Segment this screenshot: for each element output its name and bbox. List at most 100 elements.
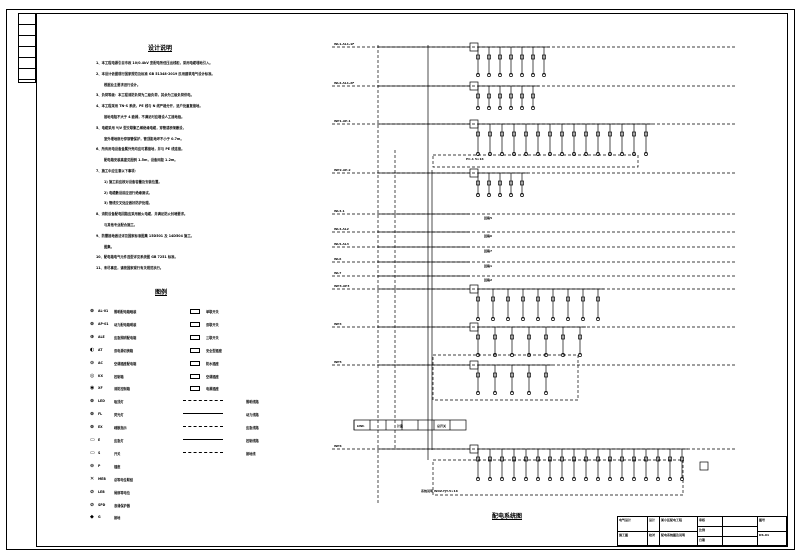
breaker-icon [500, 131, 504, 137]
note-line: 2) 电缆敷设前应进行绝缘测试。 [104, 190, 152, 195]
breaker-icon [596, 131, 600, 137]
load-icon [680, 477, 684, 481]
legend-text: 应急照明配电箱 [114, 335, 137, 340]
breaker-icon [476, 372, 480, 378]
breaker-icon [487, 54, 491, 60]
load-icon [510, 391, 514, 395]
tb-drawing: 配电系统图及说明 [660, 532, 698, 547]
load-icon [476, 193, 480, 197]
legend-code: AL-01 [98, 309, 109, 313]
end-box [699, 461, 709, 471]
breaker-icon [510, 334, 514, 340]
breaker-icon [536, 131, 540, 137]
load-icon [560, 152, 564, 156]
load-icon [596, 477, 600, 481]
note-line: 1) 施工前应核对设备容量及安装位置。 [104, 179, 162, 184]
meter-panel [353, 419, 467, 431]
breaker-icon [551, 296, 555, 302]
breaker-icon [498, 93, 502, 99]
legend-text: 吸顶灯 [114, 400, 124, 405]
legend-symbol-icon: ◎ [90, 372, 95, 379]
load-icon [512, 477, 516, 481]
breaker-icon [476, 131, 480, 137]
breaker-icon [566, 296, 570, 302]
breaker-icon [488, 131, 492, 137]
legend-symbol-icon: ◐ [90, 346, 95, 353]
legend-line-icon [183, 426, 223, 428]
load-icon [520, 106, 524, 110]
drawing-outer-frame [6, 9, 795, 550]
legend-box-icon [190, 386, 200, 392]
feeder-label: WL6 [334, 257, 341, 261]
load-icon [644, 477, 648, 481]
load-icon [584, 477, 588, 481]
legend-code: LEB [98, 489, 105, 494]
binding-strip [18, 13, 36, 83]
legend-code: E [98, 438, 101, 442]
breaker-icon [581, 296, 585, 302]
feeder-label: WP4 [334, 322, 342, 326]
breaker-icon [487, 93, 491, 99]
breaker-icon [572, 131, 576, 137]
load-icon [656, 477, 660, 481]
notes-title: 设计说明 [148, 45, 173, 52]
legend-text: 荧光灯 [114, 413, 124, 418]
breaker-icon [544, 372, 548, 378]
legend-text: 空调插座配电箱 [114, 361, 137, 366]
load-icon [509, 73, 513, 77]
breaker-icon [524, 456, 528, 462]
legend-text: 空调插座 [206, 374, 219, 379]
legend-text: 控制线路 [246, 439, 259, 443]
load-icon [548, 152, 552, 156]
meter-label: kWh [357, 424, 364, 428]
load-icon [498, 106, 502, 110]
load-icon [608, 152, 612, 156]
breaker-icon [476, 334, 480, 340]
legend-symbol-icon: ⊗ [90, 320, 95, 327]
breaker-icon [520, 54, 524, 60]
legend-code: G [98, 515, 101, 520]
note-line: 3、负荷等级：本工程消防负荷为二级负荷，其余为三级负荷供电。 [96, 93, 194, 98]
group-bracket [432, 459, 684, 496]
legend-title: 图例 [155, 289, 168, 296]
tb-company: 电气设计 [618, 517, 648, 532]
legend-text: 单联开关 [206, 310, 219, 314]
feeder-label: WP2-AP-2 [334, 168, 351, 172]
load-icon [632, 477, 636, 481]
feeder-label: WL4-AL2 [334, 227, 349, 231]
load-icon [620, 477, 624, 481]
note-line: 1、本工程电源引自市政 10/0.4kV 变配电所低压出线柜，采用电缆埋地引入。 [96, 61, 213, 65]
load-icon [520, 193, 524, 197]
load-icon [487, 73, 491, 77]
breaker-icon [632, 131, 636, 137]
bottom-tag: 系统说明 WDZ-YJY-5×16 [421, 488, 458, 493]
breaker-icon [510, 372, 514, 378]
legend-code: SPD [98, 502, 106, 507]
load-icon [476, 152, 480, 156]
legend-code: XF [98, 386, 103, 391]
breaker-icon [524, 131, 528, 137]
breaker-icon [560, 131, 564, 137]
load-icon [551, 317, 555, 321]
feeder-label: WP5 [334, 360, 342, 364]
tb-sheet-no: DS-01 [758, 532, 788, 547]
legend-line-icon [183, 451, 223, 453]
note-line: 接地电阻不大于 4 欧姆，不满足时应增设人工接地极。 [104, 115, 185, 119]
load-icon [506, 317, 510, 321]
legend-code: AT [98, 347, 103, 352]
note-line: 图集。 [104, 244, 114, 249]
load-icon [487, 193, 491, 197]
legend-symbol-icon: ⊙ [90, 359, 95, 366]
breaker-icon [527, 372, 531, 378]
legend-box-icon [190, 334, 200, 340]
note-line: 11、未尽事宜，请按国家现行有关规范执行。 [96, 266, 164, 271]
load-icon [531, 73, 535, 77]
diagram-title: 配电系统图 [492, 513, 523, 520]
load-icon [536, 477, 540, 481]
breaker-icon [656, 456, 660, 462]
load-icon [560, 477, 564, 481]
load-icon [521, 317, 525, 321]
breaker-icon [596, 456, 600, 462]
breaker-icon [488, 456, 492, 462]
